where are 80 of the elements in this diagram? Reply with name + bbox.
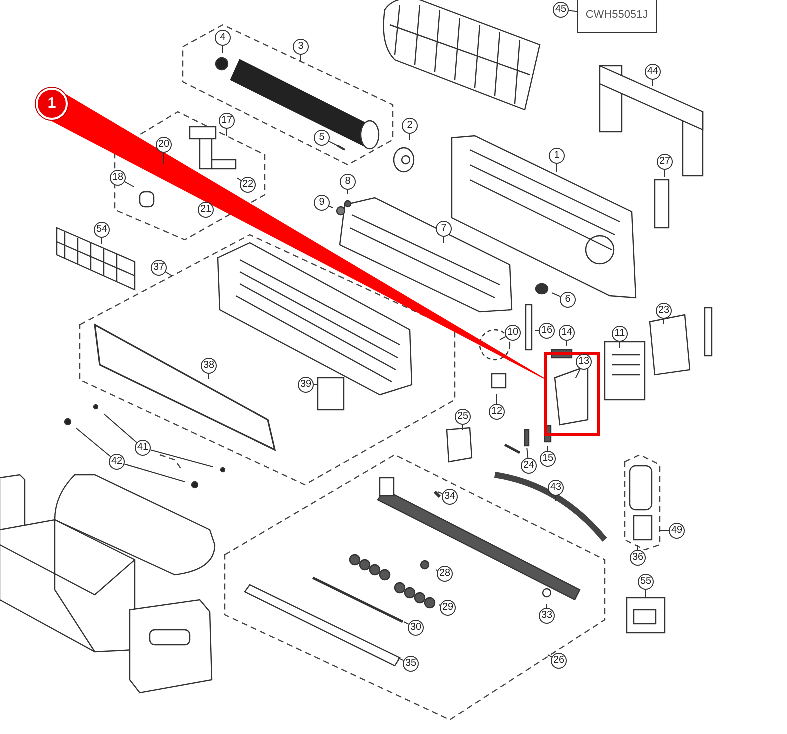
- callout-number: 1: [549, 148, 565, 164]
- callout-number: 54: [94, 222, 110, 238]
- callout-number: 36: [630, 550, 646, 566]
- callout-number: 11: [612, 326, 628, 342]
- leader-line: [165, 272, 172, 276]
- callout-number: 8: [340, 174, 356, 190]
- leader-line: [150, 450, 214, 468]
- callout-number: 5: [314, 130, 330, 146]
- callout-number: 12: [489, 404, 505, 420]
- leader-line: [556, 164, 558, 172]
- callout-number: 14: [559, 325, 575, 341]
- leader-line: [328, 206, 334, 208]
- leader-line: [226, 128, 228, 136]
- leader-line: [462, 424, 464, 430]
- leader-line: [300, 54, 302, 62]
- leader-line: [328, 141, 338, 146]
- callout-number: 35: [403, 656, 419, 672]
- callout-number: 20: [156, 137, 172, 153]
- leader-line: [236, 178, 242, 182]
- leader-line: [76, 428, 112, 458]
- highlight-frame: [544, 352, 600, 436]
- leader-line: [496, 394, 498, 404]
- callout-number: 44: [645, 64, 661, 80]
- callout-number: 10: [505, 325, 521, 341]
- callout-number: 28: [437, 566, 453, 582]
- leader-line: [124, 464, 186, 482]
- callout-number: 43: [548, 480, 564, 496]
- callout-number: 24: [521, 458, 537, 474]
- callout-number: 1: [36, 88, 68, 120]
- callout-number: 3: [293, 39, 309, 55]
- callout-number: 13: [576, 354, 592, 370]
- leader-line: [500, 336, 506, 340]
- leader-line: [404, 622, 410, 625]
- callout-number: 25: [455, 409, 471, 425]
- leader-line: [124, 181, 134, 188]
- leader-line: [652, 80, 654, 86]
- leader-line: [568, 10, 578, 12]
- callout-number: 55: [638, 574, 654, 590]
- callout-number: 29: [440, 600, 456, 616]
- callout-number: 33: [539, 608, 555, 624]
- callout-number: 30: [408, 620, 424, 636]
- callout-number: 37: [151, 260, 167, 276]
- callout-number: 34: [442, 489, 458, 505]
- callout-number: 42: [109, 454, 125, 470]
- callout-number: 22: [240, 177, 256, 193]
- callout-number: 39: [298, 377, 314, 393]
- callout-number: 6: [560, 292, 576, 308]
- callout-number: 9: [314, 195, 330, 211]
- part-number-plate: CWH55051J: [577, 0, 657, 33]
- callout-number: 4: [215, 30, 231, 46]
- callout-number: 41: [135, 440, 151, 456]
- leader-line: [438, 492, 444, 494]
- leader-line: [222, 46, 224, 54]
- leader-line: [398, 658, 404, 662]
- leader-line: [526, 448, 529, 459]
- callout-number: 7: [436, 221, 452, 237]
- callout-number: 49: [669, 523, 685, 539]
- leader-line: [546, 604, 548, 608]
- leader-line: [534, 330, 540, 332]
- callout-number: 38: [201, 358, 217, 374]
- callout-number: 23: [656, 303, 672, 319]
- callout-number: 17: [219, 113, 235, 129]
- leader-line: [436, 570, 438, 572]
- leader-line: [575, 368, 581, 379]
- callout-number: 26: [551, 653, 567, 669]
- callout-number: 45: [553, 2, 569, 18]
- leader-line: [314, 384, 318, 386]
- callout-number: 27: [657, 154, 673, 170]
- callout-number: 18: [110, 170, 126, 186]
- callout-number: 21: [198, 202, 214, 218]
- leader-line: [104, 414, 138, 444]
- leader-line: [566, 340, 568, 346]
- leader-line: [208, 374, 210, 380]
- leader-line: [664, 170, 666, 178]
- callout-number: 15: [540, 451, 556, 467]
- leader-line: [552, 292, 562, 298]
- callout-number: 16: [539, 323, 555, 339]
- leader-line: [658, 530, 670, 532]
- leader-line: [548, 654, 552, 658]
- callout-number: 2: [402, 118, 418, 134]
